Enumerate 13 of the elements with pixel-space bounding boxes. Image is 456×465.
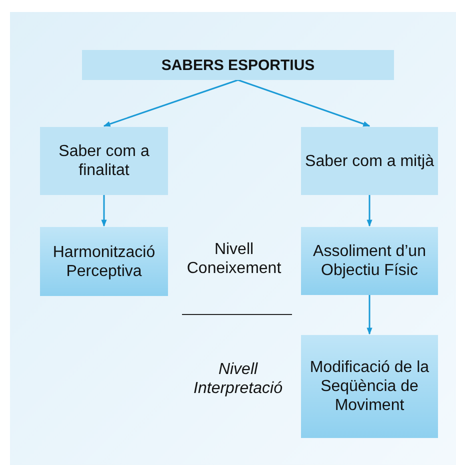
arrow (238, 79, 370, 127)
level-label: Nivell Interpretació (192, 360, 284, 398)
level-label: Nivell Coneixement (186, 240, 282, 278)
concept-box: Assoliment d’un Objectiu Físic (301, 227, 438, 295)
arrow (366, 295, 372, 335)
concept-box: Saber com a finalitat (40, 127, 168, 195)
concept-box: Modificació de la Seqüència de Moviment (301, 335, 438, 438)
arrow (101, 195, 107, 227)
arrow (366, 195, 372, 227)
concept-box: Harmonització Perceptiva (40, 227, 168, 296)
concept-box: Saber com a mitjà (301, 127, 438, 195)
concept-box: SABERS ESPORTIUS (82, 50, 394, 80)
arrow (103, 79, 238, 127)
